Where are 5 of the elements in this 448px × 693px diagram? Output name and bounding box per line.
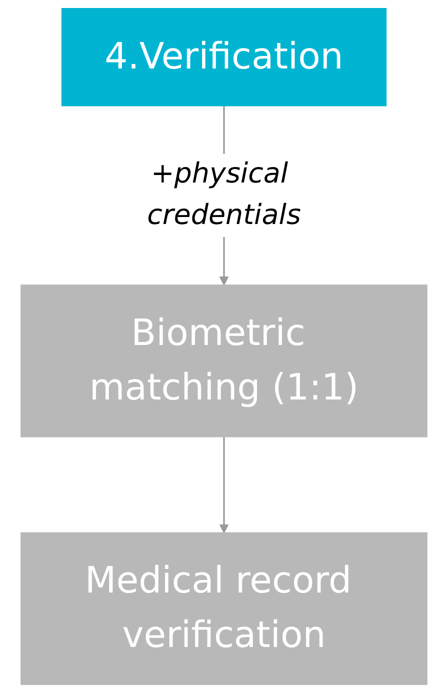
node-box: 4.Verification [61, 8, 387, 106]
edge-label: +physical credentials [147, 158, 301, 232]
arrow [219, 436, 229, 534]
node-box: Biometric matching (1:1) [20, 284, 428, 438]
node-box: Medical record verification [20, 532, 428, 685]
